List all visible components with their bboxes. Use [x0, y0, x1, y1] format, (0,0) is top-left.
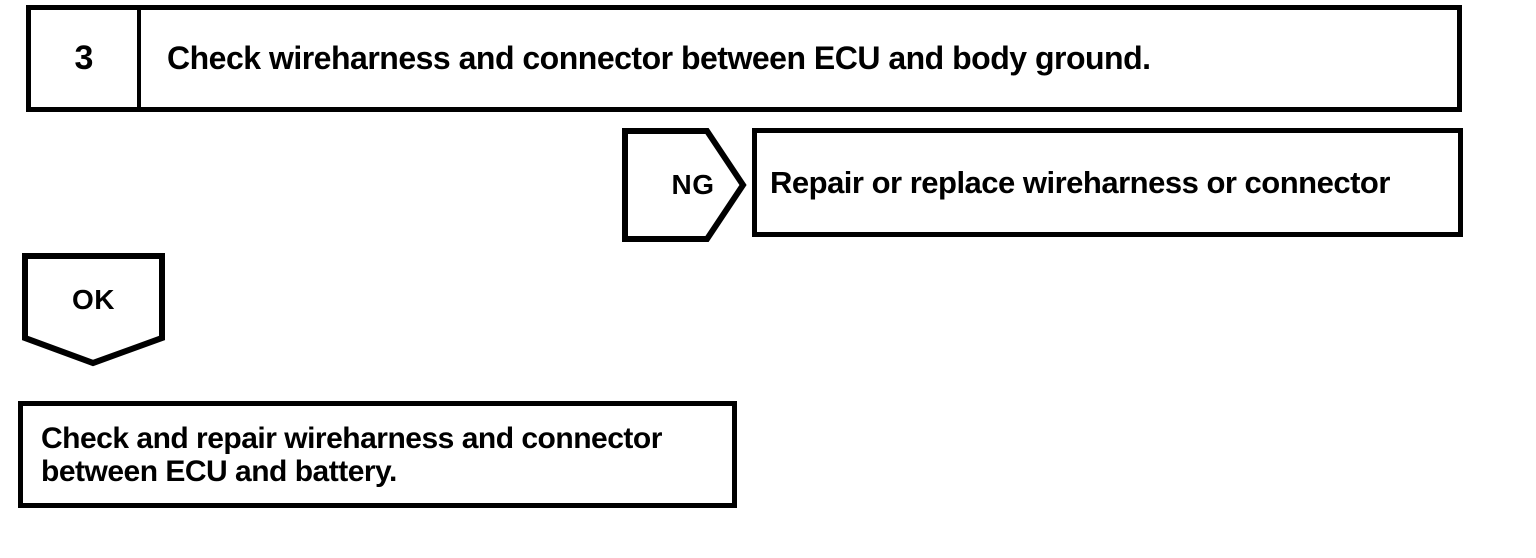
ok-action-text: Check and repair wireharness and connect… — [41, 421, 662, 488]
step-box: 3 Check wireharness and connector betwee… — [26, 5, 1462, 112]
ok-pentagon-icon — [22, 253, 165, 367]
ok-connector-label: OK — [72, 284, 115, 315]
ok-action-box: Check and repair wireharness and connect… — [18, 401, 737, 508]
step-number: 3 — [31, 10, 141, 107]
ng-connector: NG — [622, 128, 747, 242]
ng-pentagon-icon — [622, 128, 747, 242]
ng-action-box: Repair or replace wireharness or connect… — [752, 128, 1463, 237]
ok-connector: OK — [22, 253, 166, 368]
ng-action-text: Repair or replace wireharness or connect… — [770, 164, 1390, 200]
step-instruction: Check wireharness and connector between … — [167, 40, 1151, 76]
ng-connector-label: NG — [671, 169, 715, 200]
